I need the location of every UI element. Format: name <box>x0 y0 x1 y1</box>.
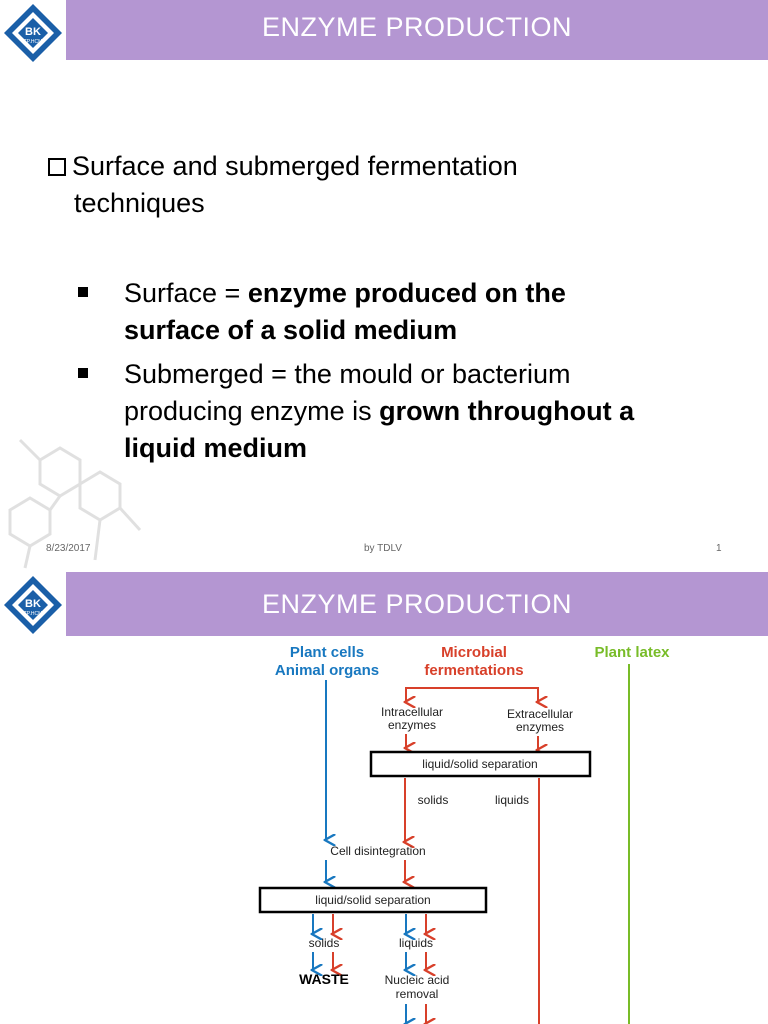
slide-title: ENZYME PRODUCTION <box>261 589 572 619</box>
bullet-submerged-line2: producing enzyme is <box>124 396 380 426</box>
label-animal-organs: Animal organs <box>275 662 379 679</box>
label-separation-2: liquid/solid separation <box>315 893 430 907</box>
label-waste: WASTE <box>299 971 349 987</box>
bullet-submerged: Submerged = the mould or bacterium produ… <box>124 356 744 467</box>
label-plant-cells: Plant cells <box>290 644 364 661</box>
footer-date: 8/23/2017 <box>46 543 91 554</box>
label-extracellular-enzymes: enzymes <box>516 720 564 734</box>
bullet-surface-bold1: enzyme produced on the <box>247 278 566 308</box>
bullet-submerged-line1: Submerged = the mould or bacterium <box>124 359 571 389</box>
label-solids-1: solids <box>418 793 449 807</box>
bk-logo: BK TP.HCM <box>4 4 62 62</box>
title-bar <box>66 572 768 636</box>
label-plant-latex: Plant latex <box>594 644 670 661</box>
label-removal: removal <box>396 987 439 1001</box>
label-liquids-2: liquids <box>399 936 433 950</box>
logo-subtext: TP.HCM <box>24 611 43 617</box>
logo-subtext: TP.HCM <box>24 39 43 45</box>
square-bullet-icon <box>78 287 88 297</box>
enzyme-flow-diagram: Plant cells Animal organs Microbial ferm… <box>258 644 670 1024</box>
bullet-surface: Surface = enzyme produced on the surface… <box>124 275 744 349</box>
title-bar <box>66 0 768 60</box>
bullet-submerged-line3: liquid medium <box>124 433 308 463</box>
main-bullet: Surface and submerged fermentation techn… <box>48 148 688 222</box>
label-cell-disintegration: Cell disintegration <box>330 844 425 858</box>
label-nucleic-acid: Nucleic acid <box>385 973 450 987</box>
slide-1: BK TP.HCM ENZYME PRODUCTION Surface and … <box>4 0 768 569</box>
label-intracellular: Intracellular <box>381 705 443 719</box>
label-fermentations: fermentations <box>424 662 523 679</box>
footer-author: by TDLV <box>364 543 402 554</box>
bk-logo: BK TP.HCM <box>4 576 62 634</box>
bullet-submerged-line2-bold: grown throughout a <box>379 396 635 426</box>
slide-2: BK TP.HCM ENZYME PRODUCTION Plant cells … <box>0 572 768 1024</box>
footer-page-number: 1 <box>716 543 722 554</box>
bullet-surface-bold2: surface of a solid medium <box>124 315 458 345</box>
logo-text: BK <box>25 26 41 38</box>
label-intracellular-enzymes: enzymes <box>388 718 436 732</box>
label-microbial: Microbial <box>441 644 507 661</box>
logo-text: BK <box>25 598 41 610</box>
label-solids-2: solids <box>309 936 340 950</box>
label-extracellular: Extracellular <box>507 707 573 721</box>
main-bullet-line1: Surface and submerged fermentation <box>72 151 518 181</box>
separation-box-1 <box>369 750 592 778</box>
main-bullet-line2: techniques <box>74 188 205 218</box>
split-line-red <box>405 687 539 700</box>
label-separation-1: liquid/solid separation <box>422 757 537 771</box>
molecule-decoration <box>8 438 142 569</box>
checkbox-bullet-icon <box>48 158 66 176</box>
separation-box-2 <box>258 886 488 914</box>
slide-title: ENZYME PRODUCTION <box>261 12 572 42</box>
bullet-surface-prefix: Surface = <box>124 278 248 308</box>
square-bullet-icon <box>78 368 88 378</box>
label-liquids-1: liquids <box>495 793 529 807</box>
